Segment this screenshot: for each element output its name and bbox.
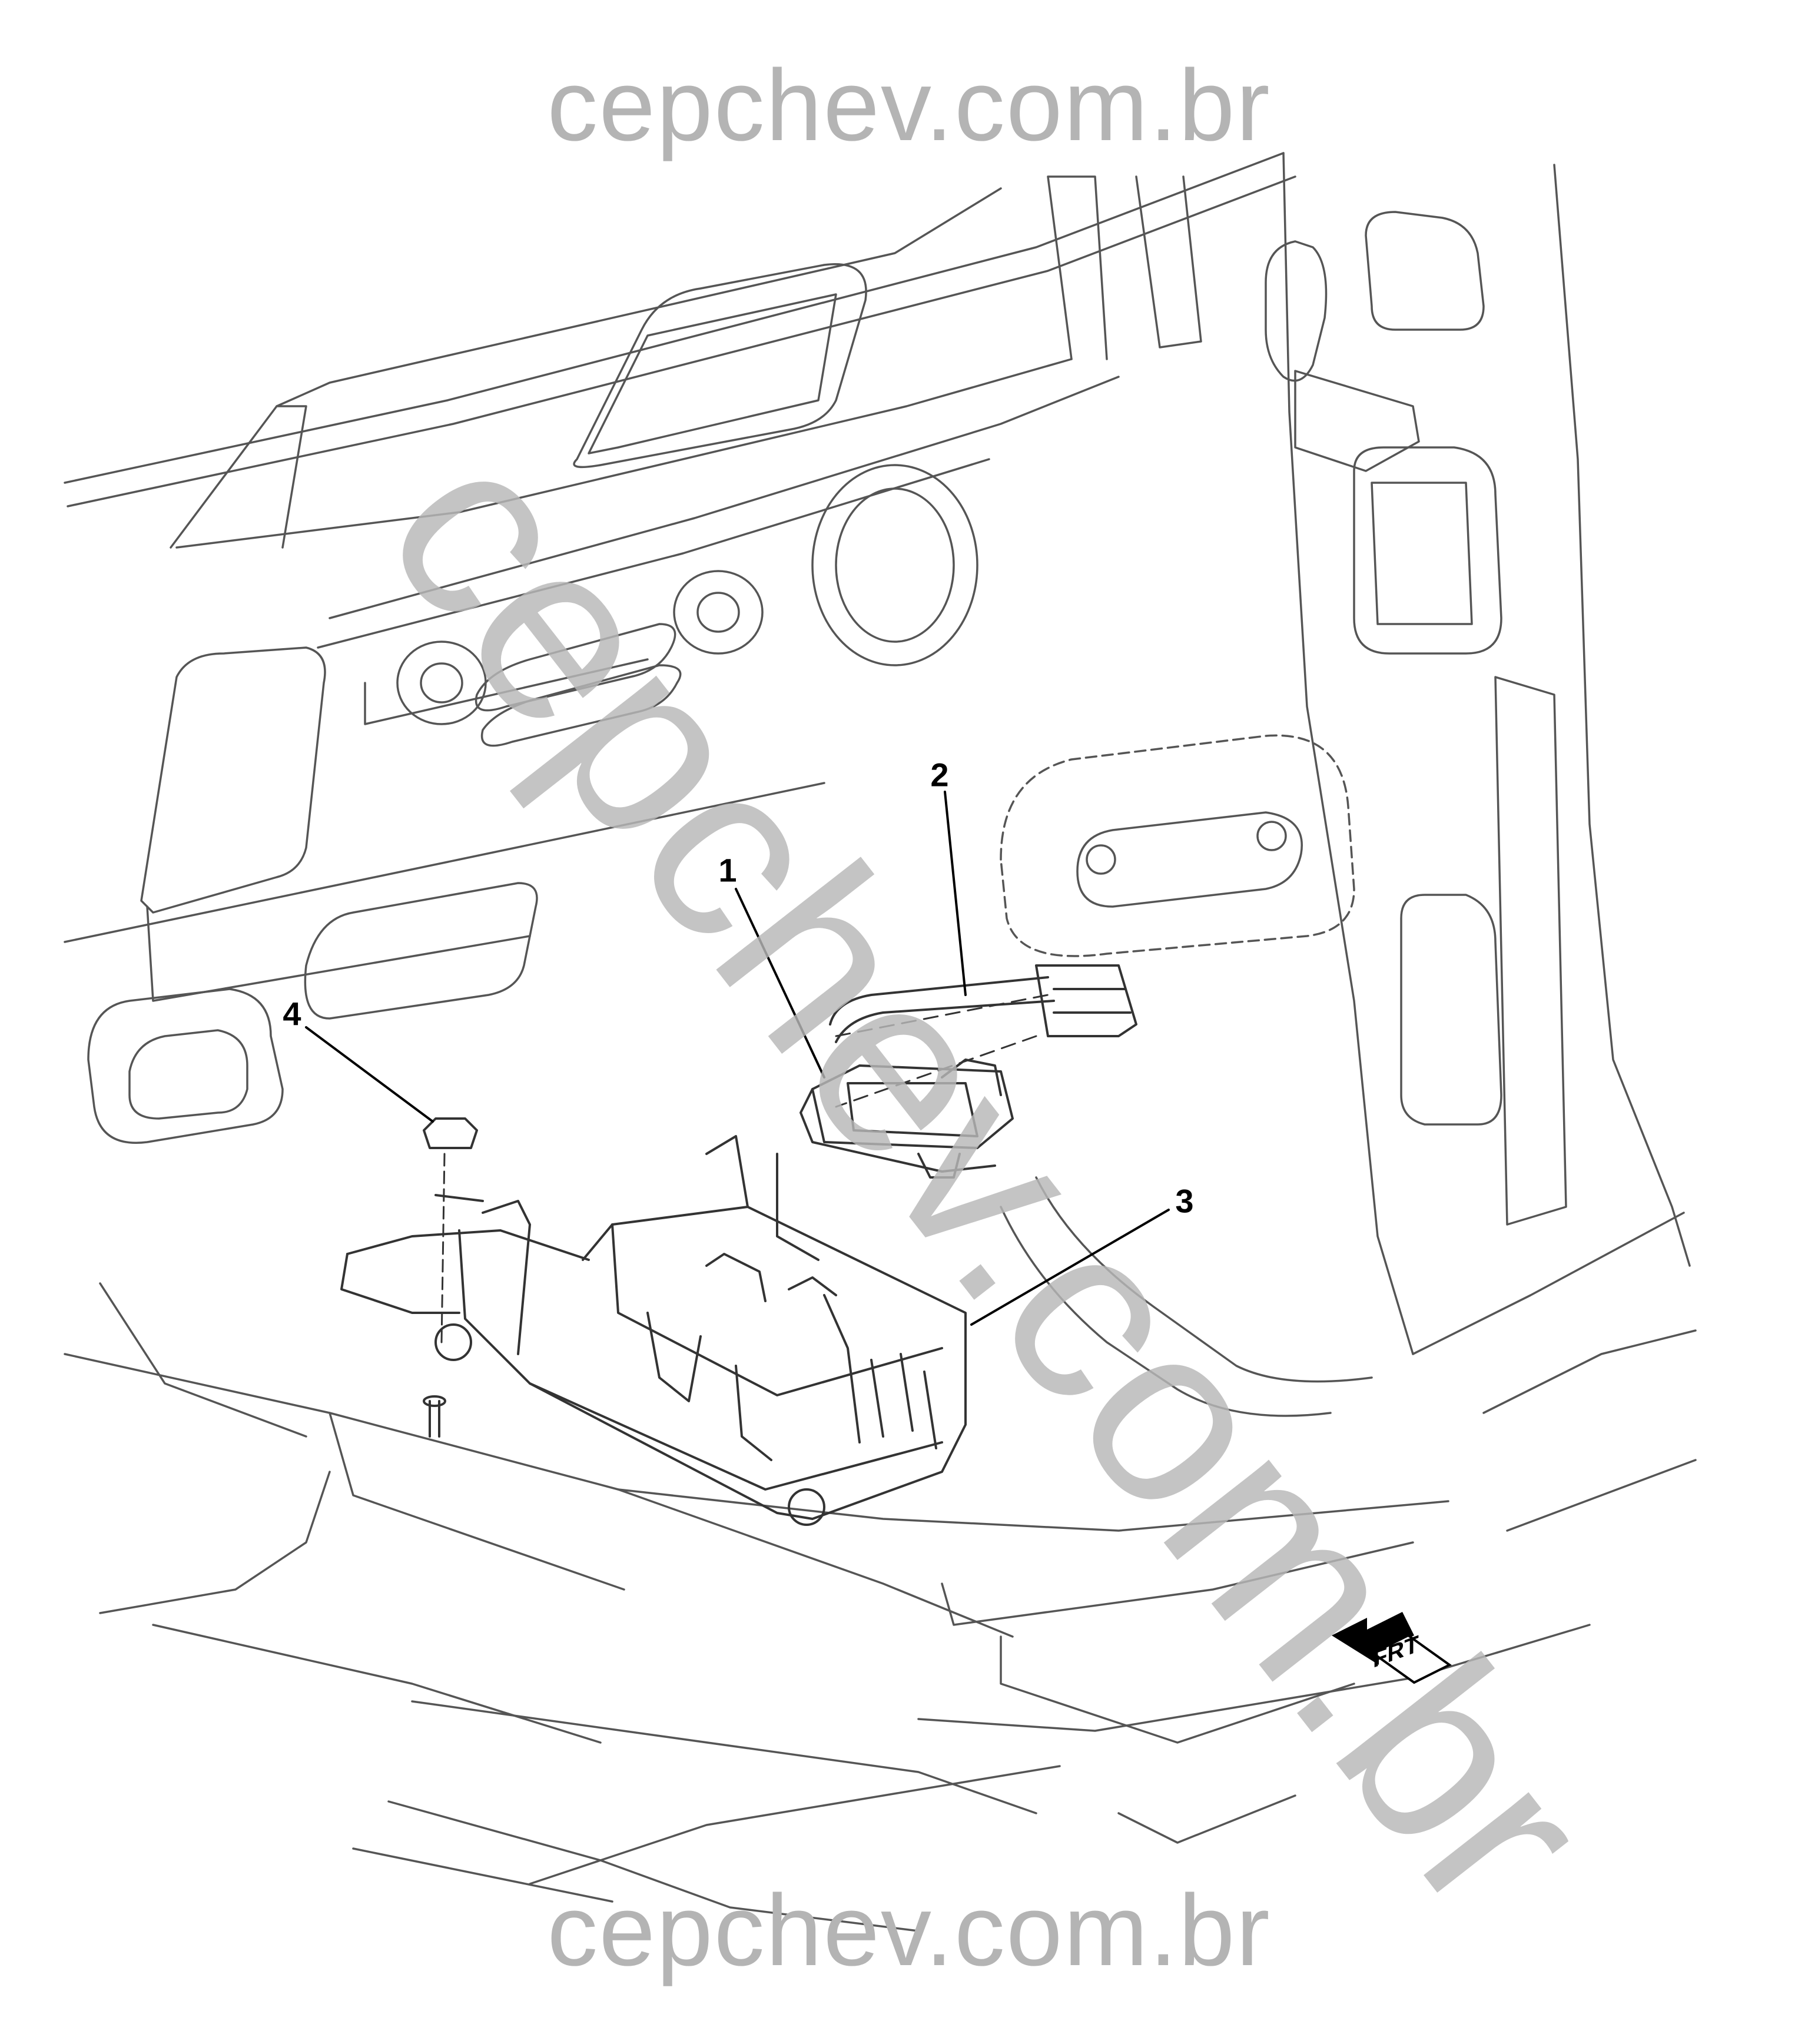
wiring-harness [829, 964, 1137, 1108]
leader-lines [305, 791, 1170, 1326]
callout-3: 3 [1175, 1182, 1194, 1220]
callout-4: 4 [283, 995, 301, 1033]
watermark-bottom: cepchev.com.br [547, 1874, 1271, 1987]
front-arrow-icon [1332, 1612, 1452, 1684]
watermark-top: cepchev.com.br [547, 49, 1271, 162]
control-module [799, 1058, 1014, 1179]
leader-2 [944, 791, 967, 996]
module-bracket [340, 1135, 967, 1526]
leader-4 [305, 1026, 434, 1123]
callout-2: 2 [930, 756, 949, 794]
callout-1: 1 [718, 851, 737, 889]
leader-3 [970, 1209, 1170, 1326]
rear-body-panel [64, 152, 1697, 1932]
fastener-nut [423, 1117, 478, 1438]
leader-1 [735, 888, 825, 1079]
